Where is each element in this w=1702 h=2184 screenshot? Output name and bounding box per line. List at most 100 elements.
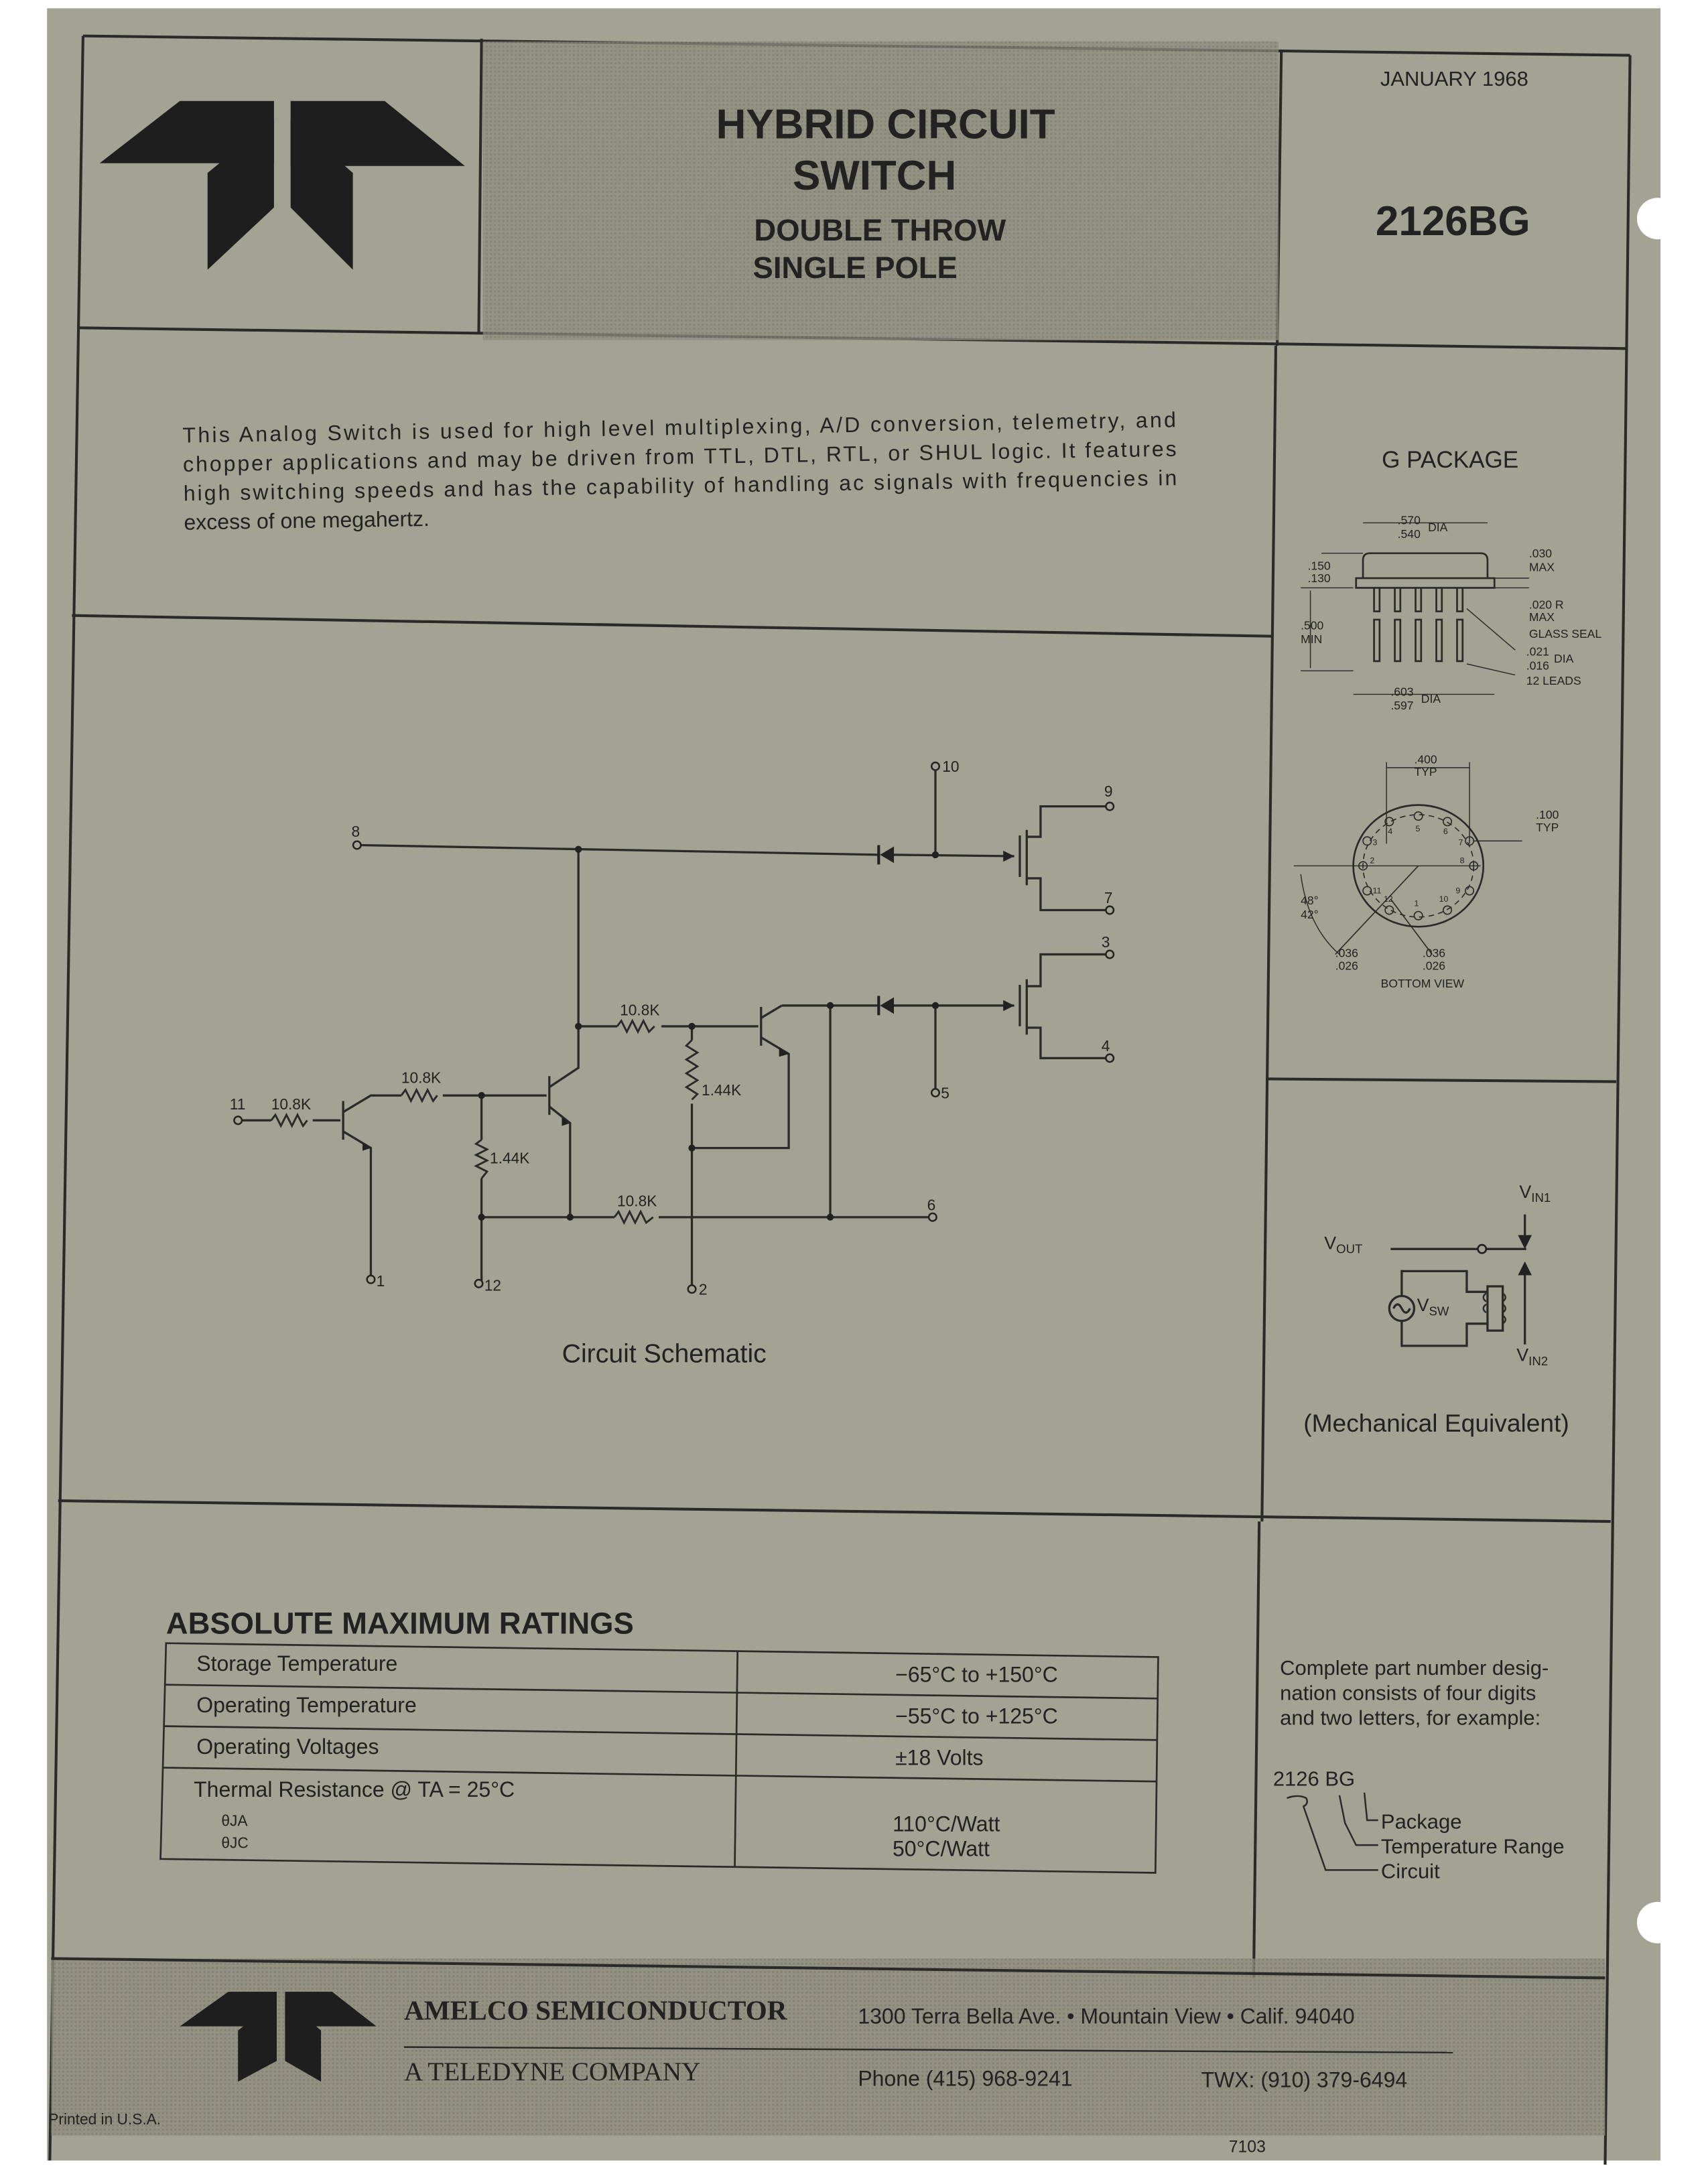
dim-label: MAX <box>1529 610 1555 624</box>
diodes <box>363 845 1014 1151</box>
pin-number: 2 <box>1370 856 1374 865</box>
footer-teledyne-logo <box>180 1992 377 2082</box>
dim-label: .026 <box>1335 959 1358 972</box>
teledyne-logo <box>99 100 465 270</box>
resistor-r1 <box>270 1112 308 1128</box>
theta-ja: θJA <box>221 1812 248 1829</box>
mechanical-caption: (Mechanical Equivalent) <box>1303 1409 1569 1437</box>
phone-number: Phone (415) 968-9241 <box>858 2066 1072 2090</box>
dim-label: .130 <box>1307 571 1330 585</box>
resistor-label: 10.8K <box>401 1069 441 1087</box>
designation-label-package: Package <box>1381 1810 1462 1833</box>
designation-text: and two letters, for example: <box>1280 1706 1541 1730</box>
resistor-r3 <box>616 1018 655 1034</box>
pin-label: 7 <box>1104 889 1113 906</box>
description-line: excess of one megahertz. <box>184 506 430 535</box>
resistor-r4 <box>613 1209 654 1225</box>
resistor-r5 <box>474 1139 490 1179</box>
schematic-caption: Circuit Schematic <box>562 1339 767 1369</box>
rating-label: Operating Voltages <box>196 1734 379 1759</box>
dim-label: .026 <box>1423 959 1445 972</box>
dim-label: .500 <box>1301 618 1323 632</box>
dim-label: TYP <box>1414 765 1437 778</box>
dim-label: .030 <box>1529 547 1552 560</box>
pin-label: 9 <box>1104 782 1113 800</box>
designation-example: 2126 BG <box>1273 1767 1355 1790</box>
pin-label: 6 <box>927 1197 936 1214</box>
designation-label-circuit: Circuit <box>1381 1860 1440 1883</box>
pin-terminals <box>233 761 1115 1294</box>
title-line-2: SWITCH <box>793 153 956 199</box>
pin-number: 11 <box>1373 886 1382 896</box>
dim-label: .021 <box>1526 645 1549 659</box>
pin-number: 1 <box>1414 898 1419 908</box>
pin-number: 4 <box>1388 827 1392 836</box>
vin2-label: VIN2 <box>1516 1345 1548 1368</box>
dim-label: 12 LEADS <box>1526 674 1581 687</box>
resistor-r2 <box>400 1087 438 1103</box>
resistor-r6 <box>684 1039 700 1101</box>
diode-lower <box>880 997 895 1014</box>
pin-label: 1 <box>377 1272 385 1290</box>
circuit-schematic: 10.8K 10.8K 10.8K 10.8K 1.44K 1.44K 8 10… <box>230 758 1115 1369</box>
resistor-label: 10.8K <box>620 1001 659 1018</box>
diode-upper <box>880 846 895 864</box>
pin-circles <box>1358 811 1479 920</box>
twx-number: TWX: (910) 379-6494 <box>1201 2067 1407 2092</box>
resistor-label: 10.8K <box>617 1192 657 1209</box>
resistor-label: 1.44K <box>702 1081 741 1099</box>
dim-label: .036 <box>1423 947 1445 960</box>
dim-label: DIA <box>1554 652 1574 665</box>
bottom-view-label: BOTTOM VIEW <box>1381 977 1465 990</box>
dim-label: .597 <box>1390 699 1413 712</box>
vsw-label: VSW <box>1417 1295 1449 1318</box>
mechanical-equivalent: VOUT VIN1 VIN2 VSW (Mechanical Equivalen… <box>1303 1182 1569 1437</box>
rating-label: Thermal Resistance @ TA = 25°C <box>194 1777 515 1801</box>
pin-label: 5 <box>941 1084 950 1101</box>
pin-label: 2 <box>699 1280 708 1298</box>
dim-label: .570 <box>1398 513 1421 527</box>
part-designation: Complete part number desig- nation consi… <box>1273 1656 1565 1883</box>
company-name: AMELCO SEMICONDUCTOR <box>404 1994 788 2025</box>
pin-label: 12 <box>484 1276 501 1294</box>
dim-label: TYP <box>1536 821 1559 834</box>
dim-label: DIA <box>1421 692 1441 705</box>
printed-in: Printed in U.S.A. <box>48 2110 161 2128</box>
theta-jc: θJC <box>221 1834 248 1851</box>
dim-label: .150 <box>1307 559 1330 573</box>
package-bottom-view: .400 TYP .100 TYP 48° 42° .036 .026 .036… <box>1293 753 1559 990</box>
pin-label: 10 <box>942 758 959 775</box>
ratings-rows: Storage Temperature −65°C to +150°C Oper… <box>194 1651 1058 1861</box>
document-code: 7103 <box>1229 2138 1266 2157</box>
dim-label: .400 <box>1414 753 1437 766</box>
junction-dots <box>478 845 939 1221</box>
rating-value: ±18 Volts <box>895 1745 983 1769</box>
vin1-label: VIN1 <box>1519 1182 1551 1205</box>
resistors <box>270 1018 700 1225</box>
theta-jc-value: 50°C/Watt <box>893 1837 990 1861</box>
dim-label: MAX <box>1529 561 1555 574</box>
designation-label-temperature: Temperature Range <box>1381 1835 1565 1858</box>
rating-value: −55°C to +125°C <box>895 1704 1058 1728</box>
binder-hole <box>1636 1901 1679 1943</box>
dim-label: MIN <box>1301 632 1322 646</box>
pin-label: 3 <box>1102 933 1110 951</box>
pin-number: 7 <box>1459 837 1463 847</box>
pin-number: 8 <box>1460 856 1465 865</box>
pin-number: 3 <box>1373 837 1378 847</box>
pin-number: 10 <box>1439 894 1449 904</box>
pin-number: 9 <box>1455 886 1460 896</box>
title-line-1: HYBRID CIRCUIT <box>716 101 1055 147</box>
theta-ja-value: 110°C/Watt <box>893 1812 1000 1836</box>
ratings-title: ABSOLUTE MAXIMUM RATINGS <box>166 1606 634 1640</box>
pin-number: 12 <box>1384 894 1393 904</box>
package-title: G PACKAGE <box>1382 447 1518 473</box>
ratings-table <box>159 1642 1159 1874</box>
pin-label: 11 <box>230 1095 246 1113</box>
part-number: 2126BG <box>1376 198 1530 245</box>
dim-label: .540 <box>1398 527 1421 541</box>
dim-label: 42° <box>1301 908 1319 921</box>
issue-date: JANUARY 1968 <box>1380 67 1528 90</box>
vout-label: VOUT <box>1324 1233 1362 1255</box>
rating-label: Operating Temperature <box>196 1693 417 1717</box>
